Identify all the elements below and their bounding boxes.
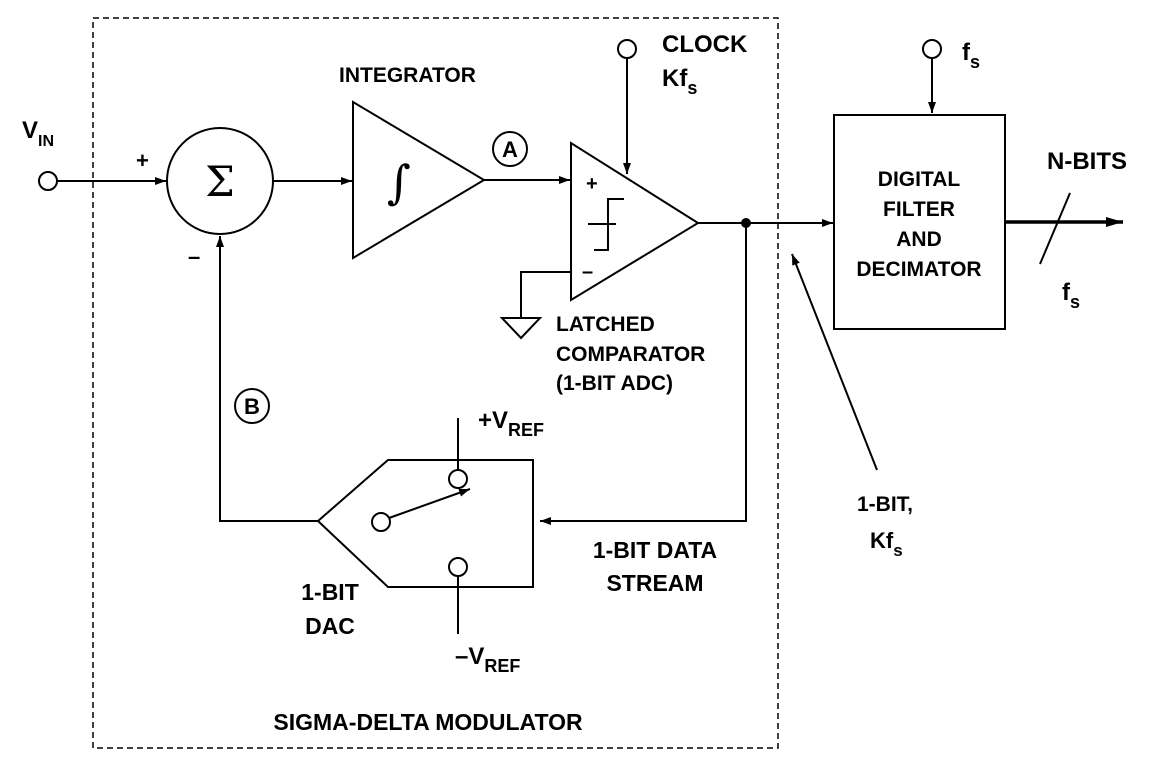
clock-label: CLOCK	[662, 31, 748, 58]
modulator-boundary	[92, 17, 779, 749]
vref-pos-label: +VREF	[478, 407, 544, 440]
dac-switch-common	[371, 512, 391, 532]
dac-switch-arm	[388, 488, 471, 519]
digital-filter-block	[833, 114, 1006, 330]
dac-to-sum-wire	[216, 236, 318, 522]
vin-label: VIN	[22, 117, 54, 150]
modulator-label: SIGMA-DELTA MODULATOR	[273, 709, 583, 735]
dac-label-line2: DAC	[305, 613, 355, 639]
comparator-minus-sign: –	[582, 261, 593, 283]
dac-block	[316, 459, 534, 588]
feedback-wire	[540, 223, 747, 525]
bitstream-pointer	[791, 253, 878, 471]
filter-label-line1: DIGITAL	[878, 168, 961, 191]
bus-slash	[1039, 192, 1071, 265]
ground-symbol	[499, 317, 543, 340]
data-stream-label-line2: STREAM	[606, 570, 703, 596]
comparator-label-line2: COMPARATOR	[556, 343, 705, 366]
fs-out-label: fs	[1062, 279, 1080, 312]
bitstream-note-line1: 1-BIT,	[857, 493, 913, 516]
node-a-label: A	[502, 137, 518, 162]
comparator-ground-wire	[520, 271, 571, 318]
node-b-marker	[234, 388, 270, 424]
integrator-block	[352, 100, 486, 260]
filter-label-line4: DECIMATOR	[856, 258, 981, 281]
clock-rate-label: Kfs	[662, 65, 697, 98]
comparator-label-line3: (1-BIT ADC)	[556, 372, 673, 395]
bitstream-note-line2: Kfs	[870, 528, 903, 560]
integral-symbol: ∫	[387, 155, 411, 209]
clock-terminal	[617, 39, 637, 59]
filter-label-line2: FILTER	[883, 198, 955, 221]
vin-terminal	[38, 171, 58, 191]
vref-neg-label: –VREF	[455, 643, 520, 676]
sum-plus-sign: +	[136, 148, 149, 173]
sigma-symbol: Σ	[205, 157, 235, 206]
filter-label-line3: AND	[896, 228, 942, 251]
node-b-label: B	[244, 394, 260, 419]
fs-terminal	[922, 39, 942, 59]
nbits-label: N-BITS	[1047, 148, 1127, 175]
node-a-marker	[492, 131, 528, 167]
dac-switch-vref-neg-contact	[448, 557, 468, 577]
comparator-label-line1: LATCHED	[556, 313, 655, 336]
dac-label-line1: 1-BIT	[301, 579, 359, 605]
sum-minus-sign: –	[188, 244, 200, 269]
dac-switch-vref-pos-contact	[448, 469, 468, 489]
fs-top-label: fs	[962, 39, 980, 72]
data-stream-label-line1: 1-BIT DATA	[593, 537, 717, 563]
comparator-block	[570, 141, 700, 302]
integrator-label: INTEGRATOR	[339, 64, 476, 87]
comparator-plus-sign: +	[586, 173, 598, 195]
